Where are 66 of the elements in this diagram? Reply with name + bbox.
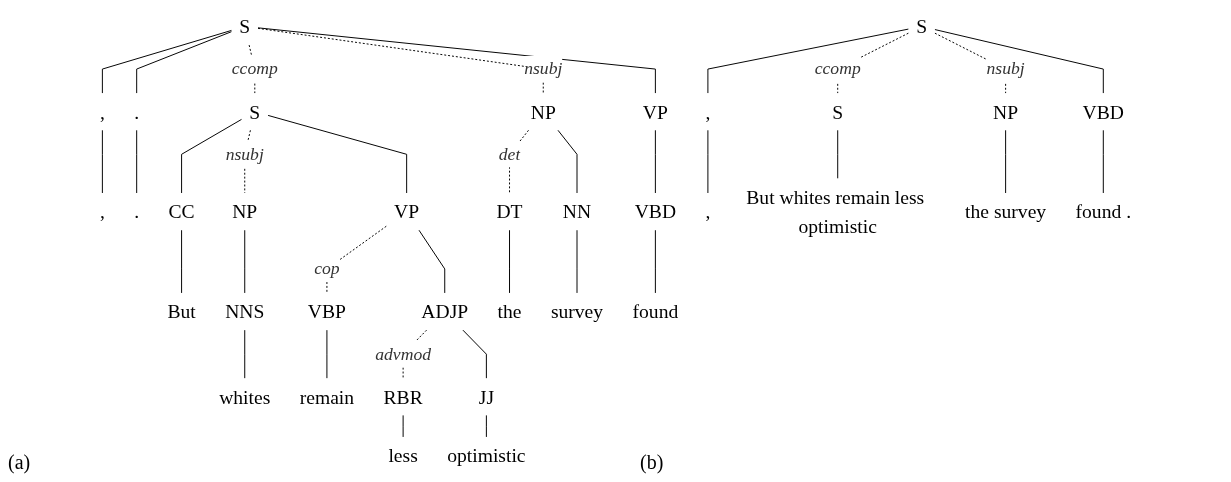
node-text: NNS — [225, 300, 265, 323]
connector — [654, 129, 656, 194]
node-text: S — [832, 100, 844, 123]
connector — [1005, 129, 1007, 194]
connector — [418, 229, 446, 294]
edge-label: advmod — [375, 343, 432, 364]
edge-label: nsubj — [524, 58, 563, 79]
node-text: whites — [219, 385, 271, 408]
node-text: less — [388, 444, 418, 467]
panel-label: (b) — [640, 451, 664, 474]
node-text: RBR — [383, 385, 423, 408]
node-text: VBD — [1082, 100, 1124, 123]
connector — [485, 414, 487, 438]
node-text: optimistic — [447, 444, 526, 467]
node-text: VBP — [307, 300, 346, 323]
node-text: ADJP — [421, 300, 469, 323]
connector — [509, 229, 510, 294]
node-text: found — [632, 300, 679, 323]
node-text: VP — [394, 200, 420, 223]
node-text: , — [99, 200, 105, 223]
connector — [267, 114, 408, 194]
node-text: NP — [993, 100, 1019, 123]
node-text: NP — [530, 100, 556, 123]
connector — [244, 229, 246, 294]
edge-label: det — [498, 144, 521, 164]
node-text: S — [916, 15, 928, 38]
connector — [837, 129, 839, 179]
connector — [101, 129, 103, 194]
node-text: NP — [232, 200, 258, 223]
node-text: But — [167, 300, 196, 323]
connector — [136, 31, 232, 94]
edge-label: ccomp — [231, 58, 278, 79]
edge-label: nsubj — [986, 58, 1025, 79]
edge-label: ccomp — [814, 58, 861, 79]
connector — [136, 129, 138, 194]
panel-label: (a) — [8, 451, 31, 474]
node-text: , — [705, 200, 711, 223]
node-text: , — [99, 100, 105, 123]
node-text: remain — [299, 385, 355, 408]
connector — [101, 29, 232, 94]
edge-label: nsubj — [225, 144, 264, 164]
node-text: CC — [168, 200, 195, 223]
node-text: DT — [496, 200, 523, 223]
node-text: found . — [1075, 200, 1132, 223]
node-text: S — [239, 15, 251, 38]
node-text: , — [705, 100, 711, 123]
connector — [181, 118, 242, 194]
node-text: the survey — [965, 200, 1047, 223]
edge-label: cop — [314, 258, 340, 279]
node-text: NN — [562, 200, 592, 223]
connector — [462, 329, 487, 379]
connector — [244, 329, 246, 379]
connector — [1102, 129, 1104, 194]
node-text: . — [134, 200, 140, 223]
node-text: the — [497, 300, 522, 323]
node-text: But whites remain less optimistic — [746, 186, 925, 238]
node-text: . — [134, 100, 140, 123]
connector — [654, 229, 656, 294]
node-text: S — [249, 100, 261, 123]
node-text: VBD — [634, 200, 677, 223]
node-text: JJ — [478, 385, 495, 408]
connector — [257, 27, 656, 94]
node-text: VP — [642, 100, 668, 123]
node-text: survey — [550, 300, 604, 323]
connector — [557, 129, 578, 194]
connector — [181, 229, 183, 294]
